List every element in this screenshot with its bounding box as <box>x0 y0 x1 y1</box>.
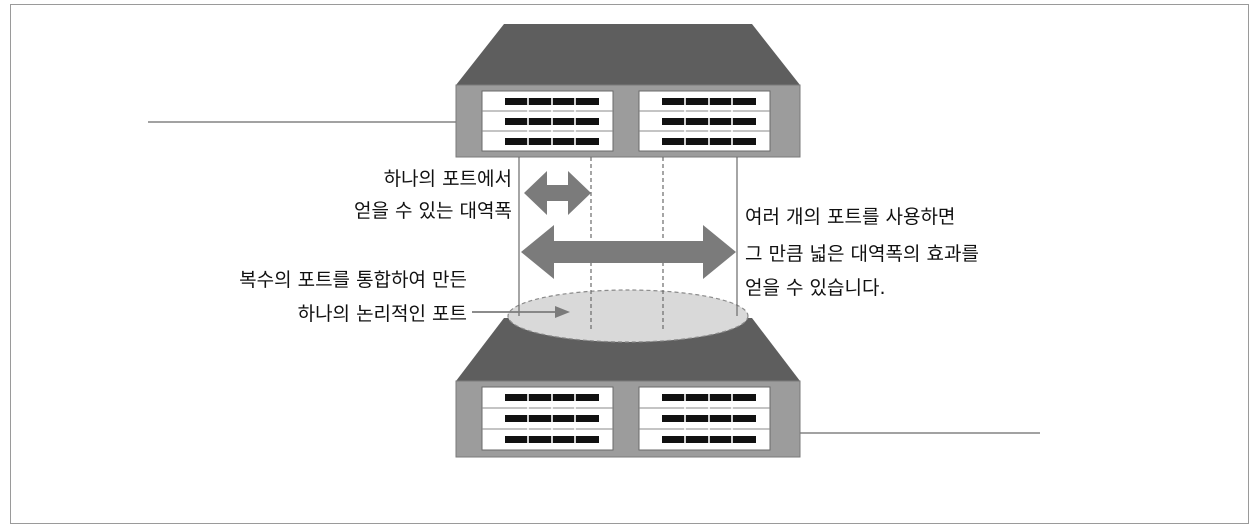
multi-port-label-line2: 그 만큼 넓은 대역폭의 효과를 <box>745 243 979 265</box>
single-port-label-line1: 하나의 포트에서 <box>384 168 512 190</box>
top-switch-port-panel-left <box>481 90 614 152</box>
top-switch-port-panel-right <box>638 90 771 152</box>
logical-port-label-line1: 복수의 포트를 통합하여 만든 <box>239 269 467 291</box>
bottom-switch-port-panel-right <box>638 386 771 451</box>
logical-port-label-line2: 하나의 논리적인 포트 <box>298 303 467 325</box>
multi-port-double-arrow-icon <box>521 225 736 279</box>
logical-port-pointer-arrow-icon <box>472 306 570 318</box>
single-port-double-arrow-icon <box>524 171 591 215</box>
multi-port-label-line1: 여러 개의 포트를 사용하면 <box>745 206 955 228</box>
single-port-label-line2: 얻을 수 있는 대역폭 <box>354 200 512 222</box>
bottom-switch-port-panel-left <box>481 386 614 451</box>
multi-port-label-line3: 얻을 수 있습니다. <box>745 277 885 299</box>
top-switch-icon <box>455 24 801 158</box>
logical-port-ellipse <box>507 289 749 343</box>
